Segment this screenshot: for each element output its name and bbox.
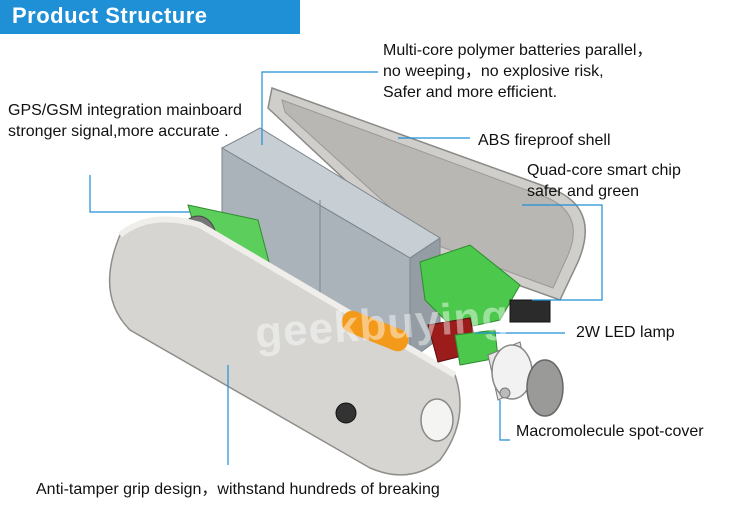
mainboard-line-1: GPS/GSM integration mainboard: [8, 102, 242, 119]
chip-line-1: Quad-core smart chip: [527, 162, 681, 179]
lamp-window: [420, 398, 454, 442]
bottom-housing-edge: [118, 216, 457, 378]
title-banner: Product Structure: [0, 0, 300, 34]
grip-callout: Anti-tamper grip design，withstand hundre…: [36, 479, 440, 500]
chip-line-2: safer and green: [527, 183, 640, 200]
batteries-line-2: no weeping，no explosive risk,: [383, 63, 604, 80]
led-callout: 2W LED lamp: [576, 322, 675, 343]
spot-cover: [526, 359, 564, 417]
led-line-1: 2W LED lamp: [576, 324, 675, 341]
batteries-line-3: Safer and more efficient.: [383, 84, 558, 101]
shell-line-1: ABS fireproof shell: [478, 132, 611, 149]
chip-board: [419, 244, 521, 331]
shell-callout: ABS fireproof shell: [478, 130, 611, 151]
led-strip: [341, 310, 409, 352]
chip-connector: [509, 299, 551, 323]
chip-callout: Quad-core smart chip safer and green: [527, 160, 681, 202]
callout-lines: [89, 71, 603, 465]
top-shell-inner: [281, 99, 574, 289]
mainboard-callout: GPS/GSM integration mainboard stronger s…: [8, 100, 242, 142]
grip-line-1: Anti-tamper grip design，withstand hundre…: [36, 481, 440, 498]
cover-callout: Macromolecule spot-cover: [516, 421, 704, 442]
page-title: Product Structure: [12, 3, 208, 28]
cover-line-1: Macromolecule spot-cover: [516, 423, 704, 440]
power-button: [335, 402, 357, 424]
mainboard-line-2: stronger signal,more accurate .: [8, 123, 229, 140]
batteries-callout: Multi-core polymer batteries parallel， n…: [383, 40, 652, 103]
batteries-line-1: Multi-core polymer batteries parallel，: [383, 42, 653, 59]
